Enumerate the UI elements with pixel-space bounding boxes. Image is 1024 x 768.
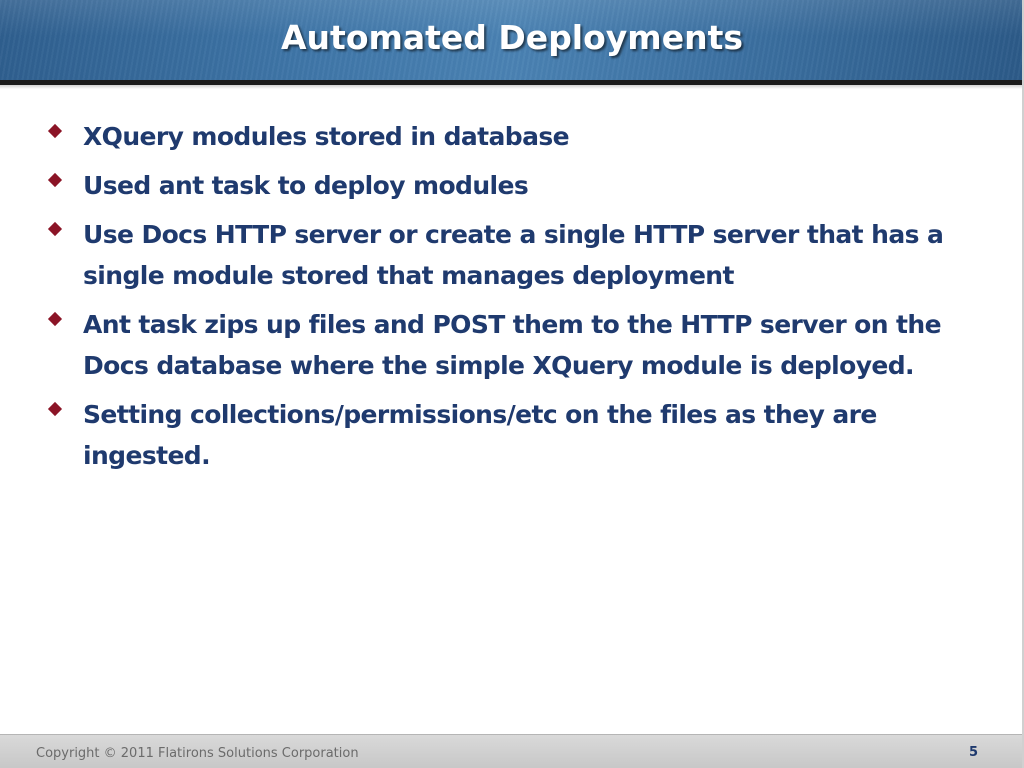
diamond-bullet-icon (47, 172, 63, 188)
diamond-bullet-icon (47, 123, 63, 139)
copyright-text: Copyright © 2011 Flatirons Solutions Cor… (36, 746, 359, 761)
title-bar (0, 0, 1024, 80)
bullet-text: XQuery modules stored in database (83, 122, 570, 151)
diamond-bullet-icon (47, 401, 63, 417)
bullet-item: Setting collections/permissions/etc on t… (44, 394, 979, 476)
bullet-text: Use Docs HTTP server or create a single … (83, 220, 944, 290)
page-number: 5 (968, 745, 978, 760)
slide-edge (1022, 0, 1024, 768)
diamond-bullet-icon (47, 311, 63, 327)
bullet-item: Used ant task to deploy modules (44, 165, 979, 206)
slide-title: Automated Deployments (281, 18, 743, 57)
bullet-item: Ant task zips up files and POST them to … (44, 304, 979, 386)
bullet-text: Ant task zips up files and POST them to … (83, 310, 942, 380)
title-divider-shadow (0, 85, 1024, 89)
bullet-item: Use Docs HTTP server or create a single … (44, 214, 979, 296)
slide-content: XQuery modules stored in database Used a… (44, 116, 979, 484)
title-divider (0, 80, 1024, 85)
slide-footer: Copyright © 2011 Flatirons Solutions Cor… (0, 734, 1024, 768)
bullet-text: Used ant task to deploy modules (83, 171, 529, 200)
bullet-text: Setting collections/permissions/etc on t… (83, 400, 877, 470)
bullet-item: XQuery modules stored in database (44, 116, 979, 157)
diamond-bullet-icon (47, 221, 63, 237)
bullet-list: XQuery modules stored in database Used a… (44, 116, 979, 476)
